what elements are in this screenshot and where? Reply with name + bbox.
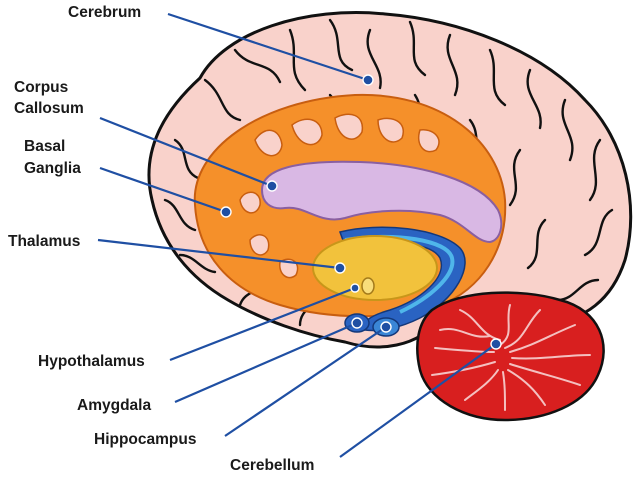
leader-hypothalamus xyxy=(169,286,356,362)
label-amygdala: Amygdala xyxy=(77,397,151,414)
leader-cerebrum xyxy=(167,12,369,82)
dot-cerebrum xyxy=(362,74,374,86)
label-hippocampus: Hippocampus xyxy=(94,431,196,448)
label-basal-ganglia-line1: Basal xyxy=(24,138,65,155)
label-basal-ganglia-line2: Ganglia xyxy=(24,160,81,177)
label-cerebrum: Cerebrum xyxy=(68,4,141,21)
dot-hippocampus xyxy=(380,321,392,333)
leader-lines xyxy=(97,12,497,458)
basal-ganglia-openings xyxy=(239,113,440,279)
dot-hypothalamus xyxy=(350,283,360,293)
label-hypothalamus: Hypothalamus xyxy=(38,353,145,370)
leader-cerebellum xyxy=(339,343,497,458)
dot-corpus-callosum xyxy=(266,180,278,192)
thalamus xyxy=(312,235,438,301)
leader-basal-ganglia xyxy=(99,166,227,214)
label-thalamus: Thalamus xyxy=(8,233,80,250)
leader-thalamus xyxy=(97,238,341,270)
leader-hippocampus xyxy=(224,326,387,437)
dot-thalamus xyxy=(334,262,346,274)
label-cerebellum: Cerebellum xyxy=(230,457,314,474)
corpus-callosum xyxy=(260,160,503,244)
label-corpus-callosum-line2: Callosum xyxy=(14,100,84,117)
cerebellum-folia xyxy=(431,304,591,411)
leader-dots xyxy=(220,74,502,350)
dot-basal-ganglia xyxy=(220,206,232,218)
dot-cerebellum xyxy=(490,338,502,350)
hypothalamus xyxy=(361,277,375,295)
dot-amygdala xyxy=(351,317,363,329)
leader-amygdala xyxy=(174,321,358,404)
cerebellum xyxy=(416,291,605,422)
label-corpus-callosum-line1: Corpus xyxy=(14,79,68,96)
leader-corpus-callosum xyxy=(99,116,273,188)
